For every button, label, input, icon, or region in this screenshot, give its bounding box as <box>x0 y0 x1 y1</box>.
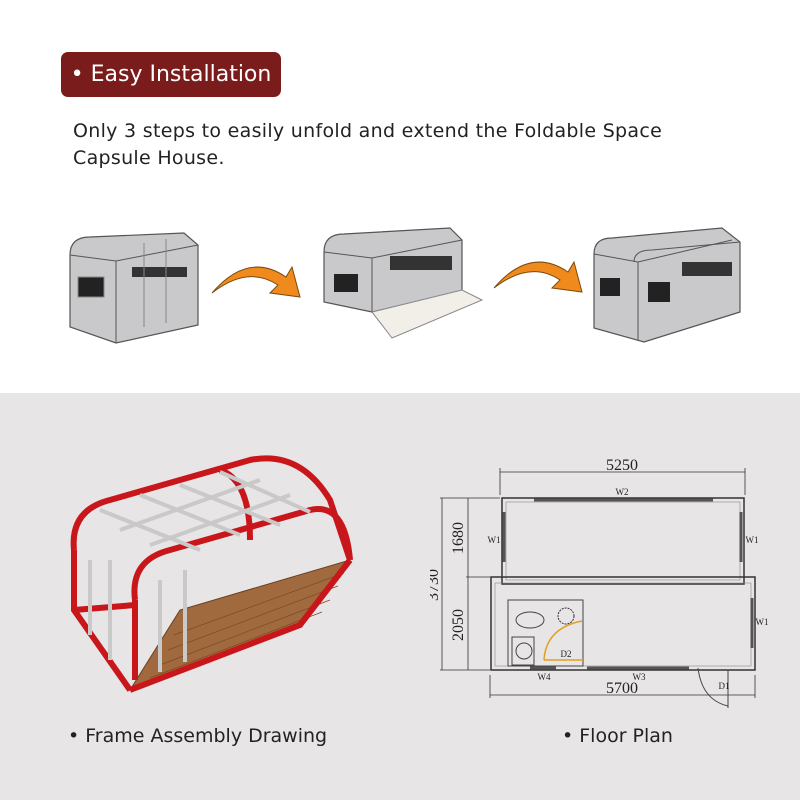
intro-text: Only 3 steps to easily unfold and extend… <box>73 120 663 169</box>
floor-plan-drawing: 5250 W2 W1 W1 W1 1680 2050 3730 D2 W4 W3… <box>430 457 769 708</box>
capsule-unfolding-illustration <box>323 227 484 339</box>
window-w1-right-label: W1 <box>746 535 759 545</box>
dimension-lower-height: 2050 <box>450 609 467 641</box>
window-w1-left-label: W1 <box>488 535 501 545</box>
arrow-right-icon <box>493 260 583 293</box>
floor-plan-caption: • Floor Plan <box>562 725 673 747</box>
easy-installation-badge: • Easy Installation <box>61 52 281 97</box>
door-d1-label: D1 <box>719 681 730 691</box>
arrow-right-icon <box>211 265 301 298</box>
capsule-folded-illustration <box>69 232 199 344</box>
window-w2-label: W2 <box>616 487 629 497</box>
door-d2-label: D2 <box>561 649 572 659</box>
dimension-top-width: 5250 <box>606 457 638 474</box>
frame-assembly-caption: • Frame Assembly Drawing <box>68 725 328 747</box>
dimension-upper-height: 1680 <box>450 522 467 554</box>
frame-assembly-drawing <box>70 455 353 693</box>
window-w3-label: W3 <box>633 672 646 682</box>
dimension-bottom-width: 5700 <box>606 680 638 697</box>
window-w1-side-label: W1 <box>756 617 769 627</box>
capsule-extended-illustration <box>593 227 741 343</box>
dimension-total-height: 3730 <box>430 569 442 601</box>
window-w4-label: W4 <box>538 672 551 682</box>
